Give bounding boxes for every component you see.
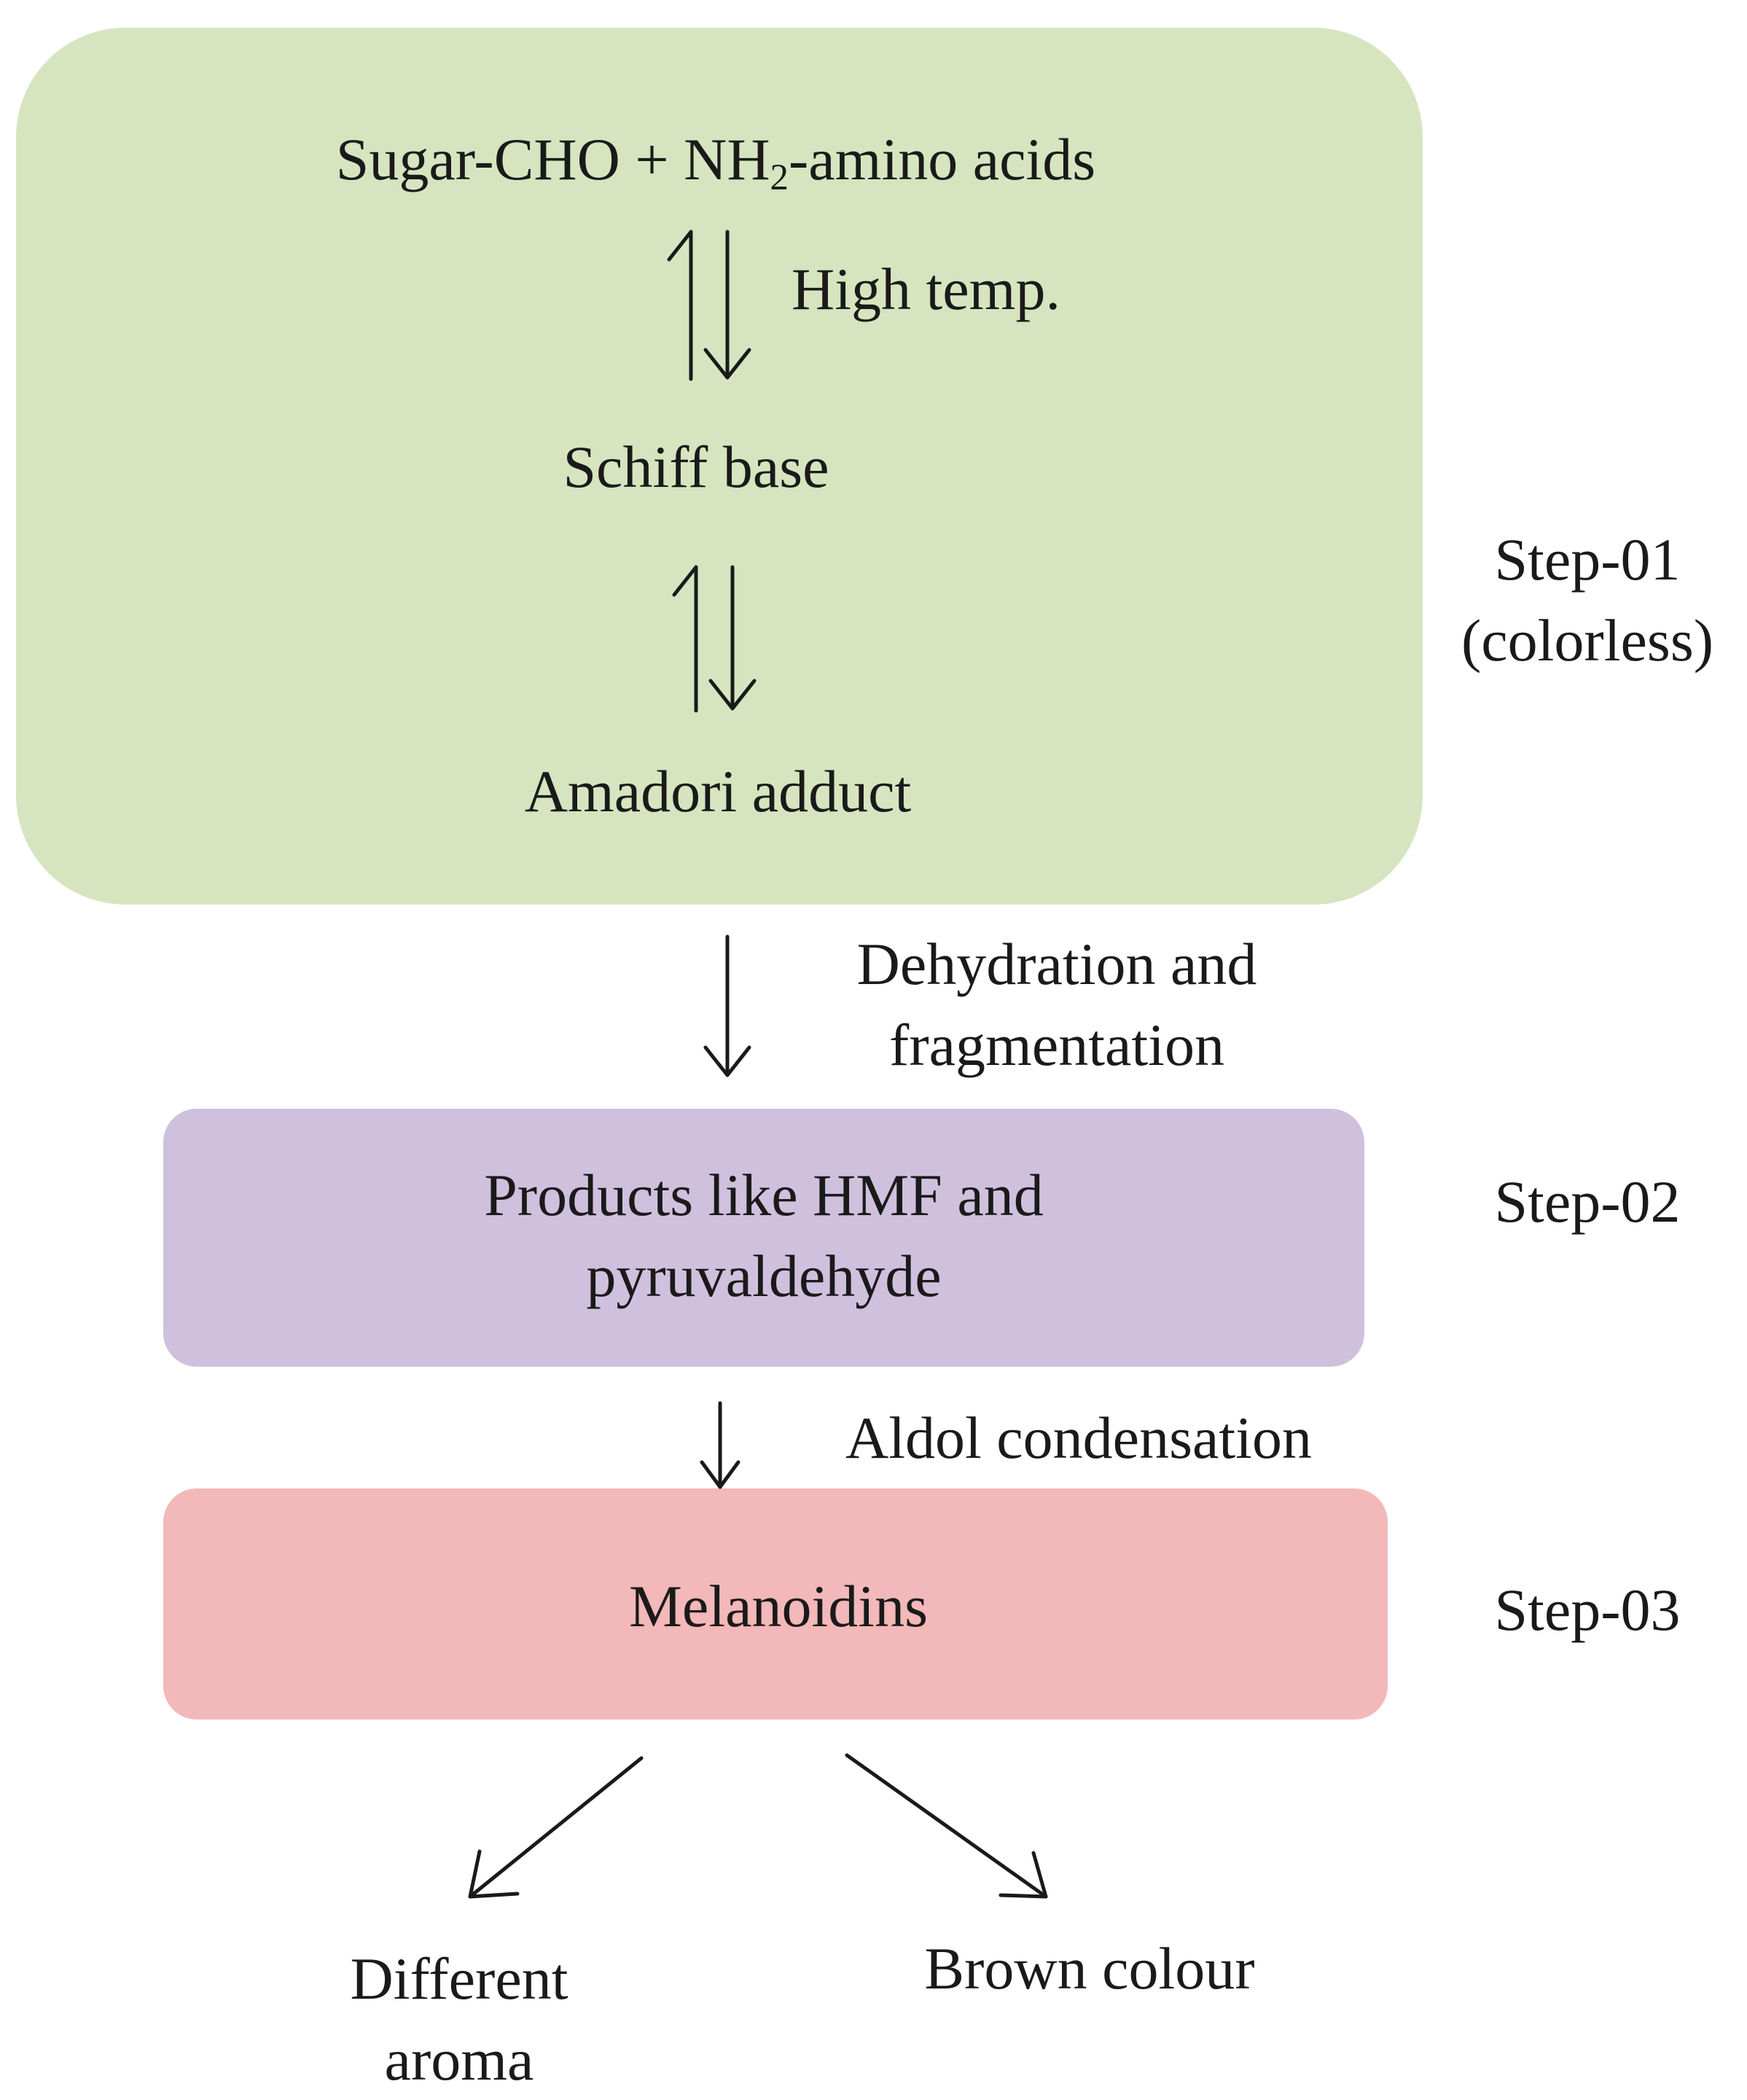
reactants-text: Sugar-CHO + NH2-amino acids — [335, 126, 1096, 198]
different-aroma-line2: aroma — [384, 2026, 534, 2093]
arrow-to-brown-colour — [845, 1753, 1048, 1899]
dehydration-line2: fragmentation — [889, 1011, 1224, 1078]
step-02-text-line1: Products like HMF and — [484, 1162, 1044, 1228]
melanoidins-text: Melanoidins — [629, 1573, 928, 1639]
arrow-to-aroma — [468, 1756, 644, 1899]
condition-high-temp: High temp. — [792, 256, 1060, 322]
different-aroma-line1: Different — [350, 1945, 568, 2012]
amadori-adduct-text: Amadori adduct — [524, 758, 912, 824]
step-03-box — [163, 1488, 1388, 1720]
step-02-label: Step-02 — [1494, 1168, 1681, 1235]
arrow-to-step-02 — [703, 934, 751, 1077]
step-03-label: Step-03 — [1494, 1577, 1681, 1643]
step-01-label-line2: (colorless) — [1461, 606, 1714, 674]
aldol-condensation-label: Aldol condensation — [845, 1405, 1312, 1471]
step-02-text: Products like HMF and pyruvaldehyde — [290, 1155, 1238, 1316]
step-01-label: Step-01 (colorless) — [1420, 520, 1747, 681]
schiff-base-text: Schiff base — [563, 434, 829, 500]
step-01-label-line1: Step-01 — [1494, 526, 1681, 593]
brown-colour-label: Brown colour — [924, 1935, 1255, 2002]
step-02-text-line2: pyruvaldehyde — [586, 1242, 942, 1309]
dehydration-line1: Dehydration and — [856, 931, 1257, 997]
dehydration-fragmentation-label: Dehydration and fragmentation — [780, 924, 1334, 1085]
step-01-box — [16, 28, 1423, 905]
arrow-to-step-03 — [700, 1401, 740, 1489]
step-02-box — [163, 1109, 1364, 1367]
different-aroma-label: Different aroma — [270, 1939, 649, 2100]
